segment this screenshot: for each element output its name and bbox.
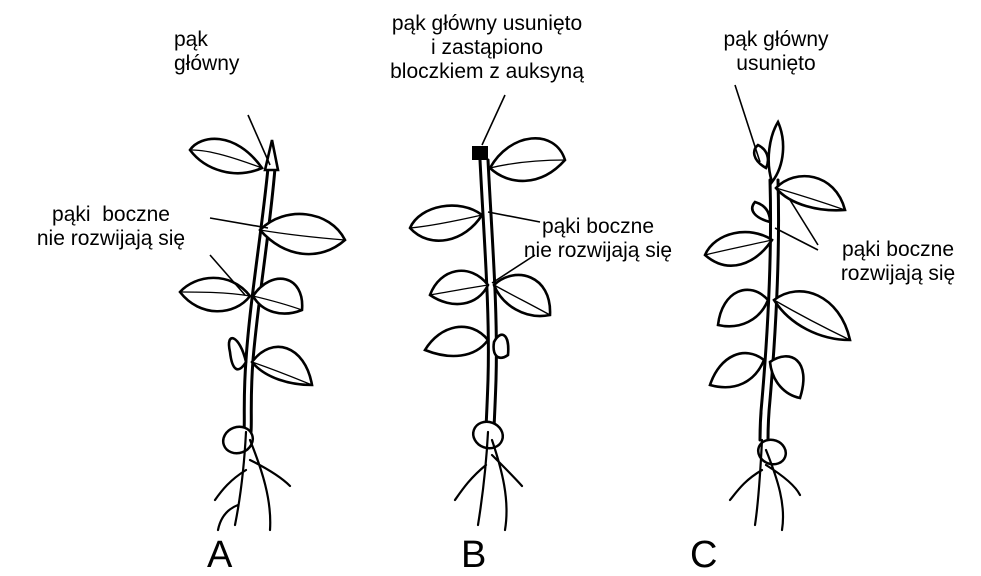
label-line: i zastąpiono <box>352 36 622 60</box>
plant-a-letter: A <box>207 535 232 575</box>
label-line: nie rozwijają się <box>498 239 698 263</box>
plant-b-lateral-buds-label: pąki boczne nie rozwijają się <box>498 215 698 263</box>
label-line: nie rozwijają się <box>6 227 216 251</box>
plant-c-lateral-buds-label: pąki boczne rozwijają się <box>818 238 978 286</box>
label-line: usunięto <box>696 52 856 76</box>
label-line: pąk główny <box>696 28 856 52</box>
plant-c-drawing <box>705 85 850 530</box>
plant-a-apical-bud-label: pąk główny <box>174 28 239 76</box>
plant-b-letter: B <box>461 535 486 575</box>
label-line: pąk główny usunięto <box>352 12 622 36</box>
plant-c-letter: C <box>690 535 717 575</box>
label-line: rozwijają się <box>818 262 978 286</box>
plant-a-lateral-buds-label: pąki boczne nie rozwijają się <box>6 203 216 251</box>
plant-b-apical-bud-label: pąk główny usunięto i zastąpiono bloczki… <box>352 12 622 84</box>
label-line: pąki boczne <box>818 238 978 262</box>
plant-c-apical-bud-label: pąk główny usunięto <box>696 28 856 76</box>
label-line: pąki boczne <box>6 203 216 227</box>
label-line: główny <box>174 52 239 76</box>
label-line: bloczkiem z auksyną <box>352 60 622 84</box>
label-line: pąki boczne <box>498 215 698 239</box>
plant-a-drawing <box>180 115 345 530</box>
label-line: pąk <box>174 28 239 52</box>
plant-b-drawing <box>410 95 565 530</box>
